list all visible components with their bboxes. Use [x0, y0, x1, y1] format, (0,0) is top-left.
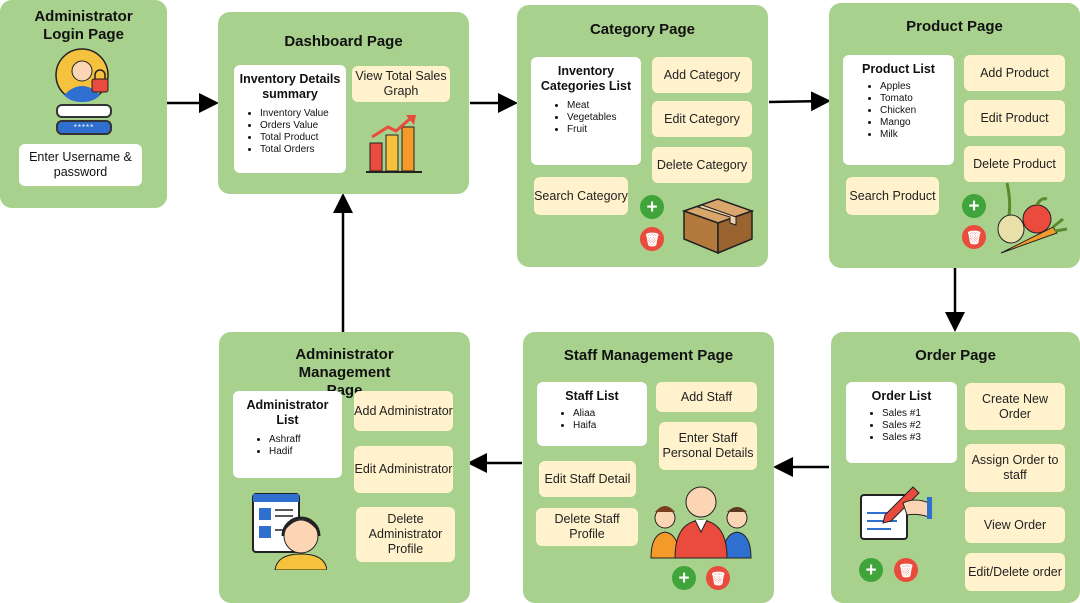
order-title: Order Page [915, 347, 996, 364]
edit-product-button[interactable]: Edit Product [964, 100, 1065, 136]
staff-panel: Staff Management Page Staff List Aliaa H… [523, 332, 774, 603]
login-panel: Administrator Login Page ***** Enter Use… [0, 0, 167, 208]
enter-staff-details-button[interactable]: Enter Staff Personal Details [659, 422, 757, 470]
list-item: Tomato [880, 93, 954, 105]
create-order-button[interactable]: Create New Order [965, 383, 1065, 430]
delete-product-button[interactable]: Delete Product [964, 146, 1065, 182]
delete-staff-button[interactable]: Delete Staff Profile [536, 508, 638, 546]
product-title: Product Page [906, 18, 1003, 35]
staff-group-icon [650, 486, 752, 559]
list-item: Haifa [573, 420, 647, 432]
list-item: Sales #1 [882, 408, 957, 420]
login-title: Administrator Login Page [34, 8, 133, 43]
category-title: Category Page [589, 21, 696, 38]
trash-icon[interactable]: 🗑 [640, 227, 664, 251]
inventory-summary-title: Inventory Details summary [239, 72, 341, 101]
list-item: Chicken [880, 105, 954, 117]
product-panel: Product Page Product List Apples Tomato … [829, 3, 1080, 268]
category-list-box: Inventory Categories List Meat Vegetable… [531, 57, 641, 165]
order-list-title: Order List [871, 389, 932, 403]
staff-title: Staff Management Page [563, 347, 734, 364]
category-list-title: Inventory Categories List [540, 64, 632, 93]
add-product-button[interactable]: Add Product [964, 55, 1065, 91]
list-item: Aliaa [573, 408, 647, 420]
list-item: Mango [880, 117, 954, 129]
delete-admin-button[interactable]: Delete Administrator Profile [356, 507, 455, 562]
box-icon [681, 198, 755, 255]
edit-staff-button[interactable]: Edit Staff Detail [539, 461, 636, 497]
delete-category-button[interactable]: Delete Category [652, 147, 752, 183]
trash-icon[interactable]: 🗑 [894, 558, 918, 582]
list-item: Total Product [260, 132, 346, 144]
admin-list: Ashraff Hadif [233, 434, 342, 458]
arrow-category-to-product [768, 91, 831, 112]
user-lock-icon [55, 48, 109, 102]
list-item: Sales #3 [882, 432, 957, 444]
inventory-summary-list: Inventory Value Orders Value Total Produ… [234, 108, 346, 156]
dashboard-panel: Dashboard Page Inventory Details summary… [218, 12, 469, 194]
search-product-button[interactable]: Search Product [846, 177, 939, 215]
login-input-box[interactable]: Enter Username & password [19, 144, 142, 186]
order-list: Sales #1 Sales #2 Sales #3 [846, 408, 957, 444]
product-list: Apples Tomato Chicken Mango Milk [843, 81, 954, 141]
list-item: Fruit [567, 124, 641, 136]
admin-title: Administrator Management Page [295, 346, 394, 399]
edit-admin-button[interactable]: Edit Administrator [354, 446, 453, 493]
category-list: Meat Vegetables Fruit [531, 100, 641, 136]
product-list-title: Product List [862, 62, 935, 76]
staff-list-box: Staff List Aliaa Haifa [537, 382, 647, 446]
edit-delete-order-button[interactable]: Edit/Delete order [965, 553, 1065, 591]
password-input-icon: ***** [56, 120, 112, 135]
list-item: Apples [880, 81, 954, 93]
list-item: Ashraff [269, 434, 342, 446]
add-category-button[interactable]: Add Category [652, 57, 752, 93]
product-list-box: Product List Apples Tomato Chicken Mango… [843, 55, 954, 165]
bar-chart-icon [366, 115, 422, 173]
list-item: Meat [567, 100, 641, 112]
order-list-box: Order List Sales #1 Sales #2 Sales #3 [846, 382, 957, 463]
view-order-button[interactable]: View Order [965, 507, 1065, 543]
admin-list-title: Administrator List [246, 398, 329, 427]
staff-list: Aliaa Haifa [537, 408, 647, 432]
list-item: Sales #2 [882, 420, 957, 432]
add-admin-button[interactable]: Add Administrator [354, 391, 453, 431]
staff-list-title: Staff List [565, 389, 619, 403]
trash-icon[interactable]: 🗑 [962, 225, 986, 249]
order-panel: Order Page Order List Sales #1 Sales #2 … [831, 332, 1080, 603]
order-form-icon [860, 486, 932, 540]
category-panel: Category Page Inventory Categories List … [517, 5, 768, 267]
add-icon[interactable]: + [640, 195, 664, 219]
add-icon[interactable]: + [962, 194, 986, 218]
edit-category-button[interactable]: Edit Category [652, 101, 752, 137]
admin-list-box: Administrator List Ashraff Hadif [233, 391, 342, 478]
list-item: Hadif [269, 446, 342, 458]
list-item: Milk [880, 129, 954, 141]
list-item: Orders Value [260, 120, 346, 132]
admin-panel: Administrator Management Page Administra… [219, 332, 470, 603]
list-item: Vegetables [567, 112, 641, 124]
trash-icon[interactable]: 🗑 [706, 566, 730, 590]
list-item: Total Orders [260, 144, 346, 156]
username-input-icon [56, 104, 112, 118]
vegetables-icon [997, 182, 1068, 254]
dashboard-title: Dashboard Page [284, 33, 403, 50]
view-sales-graph-button[interactable]: View Total Sales Graph [352, 66, 450, 102]
add-icon[interactable]: + [859, 558, 883, 582]
search-category-button[interactable]: Search Category [534, 177, 628, 215]
add-icon[interactable]: + [672, 566, 696, 590]
add-staff-button[interactable]: Add Staff [656, 382, 757, 412]
inventory-summary-box: Inventory Details summary Inventory Valu… [234, 65, 346, 173]
list-item: Inventory Value [260, 108, 346, 120]
administrator-icon [252, 493, 327, 570]
assign-order-button[interactable]: Assign Order to staff [965, 444, 1065, 492]
